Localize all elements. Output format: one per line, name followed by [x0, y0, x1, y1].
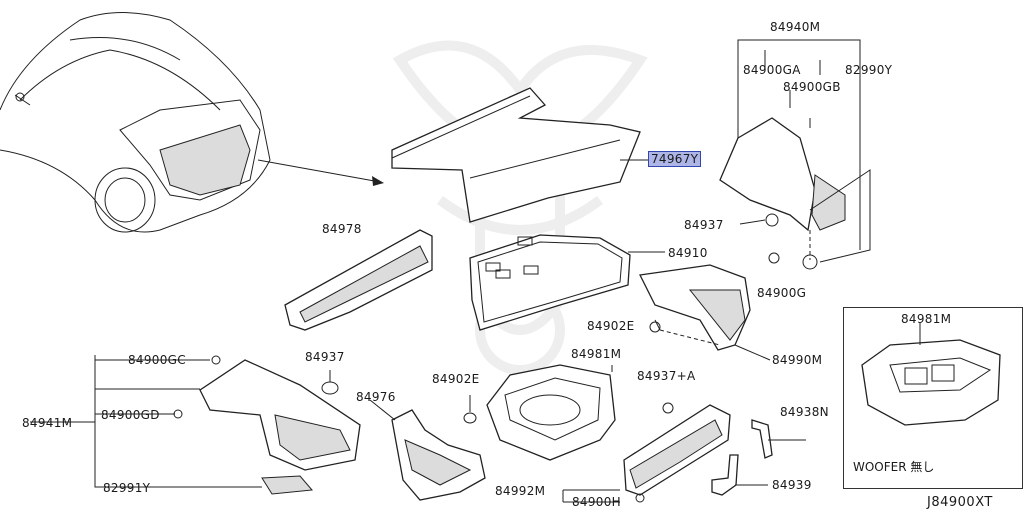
part-label-82990Y[interactable]: 82990Y — [845, 63, 893, 77]
part-label-74967Y[interactable]: 74967Y — [648, 151, 702, 167]
part-label-84941M[interactable]: 84941M — [22, 416, 73, 430]
drawing-id: J84900XT — [927, 495, 993, 510]
pointer-arrow-head — [372, 176, 384, 186]
part-label-84900GA[interactable]: 84900GA — [743, 63, 801, 77]
pointer-arrow — [257, 159, 381, 183]
inset-part-label-84981M[interactable]: 84981M — [901, 312, 952, 326]
part-label-84900GC[interactable]: 84900GC — [128, 353, 186, 367]
part-label-84981M[interactable]: 84981M — [571, 347, 622, 361]
part-label-84937-left[interactable]: 84937 — [305, 350, 345, 364]
inset-84981M-drawing — [861, 322, 1001, 426]
part-label-84900GB[interactable]: 84900GB — [783, 80, 841, 94]
part-74967Y-drawing — [391, 87, 641, 223]
part-label-84900GD[interactable]: 84900GD — [101, 408, 160, 422]
leader-84990M — [734, 344, 771, 361]
part-label-84978[interactable]: 84978 — [322, 222, 362, 236]
leader-84902E-upper — [654, 319, 661, 331]
part-84938N-drawing — [751, 419, 806, 459]
part-84990M-drawing — [639, 264, 751, 351]
part-84939-drawing — [711, 454, 768, 496]
part-84992M-drawing — [562, 402, 731, 503]
part-label-84976[interactable]: 84976 — [356, 390, 396, 404]
part-84910-drawing — [469, 234, 631, 331]
leader-84937-right — [739, 219, 766, 225]
part-label-84937A[interactable]: 84937+A — [637, 369, 696, 383]
part-label-82991Y[interactable]: 82991Y — [103, 481, 151, 495]
part-84981M-drawing — [463, 364, 616, 461]
part-label-84902E-lower[interactable]: 84902E — [432, 372, 480, 386]
inset-panel — [843, 307, 1023, 489]
part-label-84939[interactable]: 84939 — [772, 478, 812, 492]
part-84978-drawing — [284, 229, 433, 331]
part-84940M-drawing — [719, 39, 871, 270]
part-label-84940M[interactable]: 84940M — [770, 20, 821, 34]
part-label-84937-right[interactable]: 84937 — [684, 218, 724, 232]
part-label-84938N[interactable]: 84938N — [780, 405, 829, 419]
part-label-84900G[interactable]: 84900G — [757, 286, 807, 300]
inset-note: WOOFER 無し — [853, 460, 935, 474]
part-84976-drawing — [369, 399, 486, 501]
part-84941M-drawing — [94, 355, 361, 495]
part-label-84992M[interactable]: 84992M — [495, 484, 546, 498]
part-label-84910[interactable]: 84910 — [668, 246, 708, 260]
part-label-84902E-upper[interactable]: 84902E — [587, 319, 635, 333]
vehicle-rear-illustration — [0, 12, 271, 233]
part-label-84900H[interactable]: 84900H — [572, 495, 621, 509]
part-label-84990M[interactable]: 84990M — [772, 353, 823, 367]
